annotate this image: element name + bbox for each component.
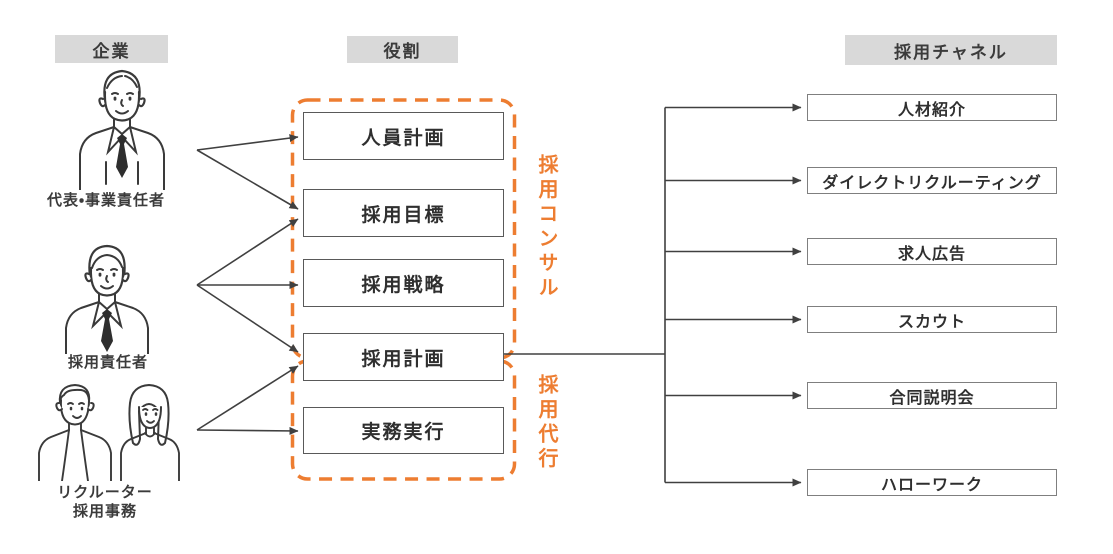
role-box-execution: 実務実行	[303, 407, 504, 454]
representative-label: 代表・事業責任者	[46, 193, 166, 209]
role-box-hiring-strategy: 採用戦略	[303, 259, 504, 307]
channel-box-joint-seminar: 合同説明会	[807, 382, 1057, 409]
rpo-group-label: 採用代行	[535, 374, 557, 472]
role-to-channel-tree	[504, 103, 802, 487]
roles-column-header: 役割	[347, 36, 458, 63]
role-box-hiring-plan: 採用計画	[303, 333, 504, 381]
role-box-personnel-planning: 人員計画	[303, 112, 504, 160]
hiring-manager-label: 採用責任者	[67, 355, 148, 371]
channel-box-staffing-agency: 人材紹介	[807, 94, 1057, 121]
consulting-group-label: 採用コンサル	[535, 154, 557, 301]
role-box-hiring-goal: 採用目標	[303, 189, 504, 237]
recruiter-pair-label-line1: リクルーター	[57, 485, 153, 501]
channel-box-scout: スカウト	[807, 306, 1057, 333]
recruiter-pair-illustration	[38, 384, 180, 481]
channel-box-hello-work: ハローワーク	[807, 469, 1057, 496]
company-column-header: 企業	[55, 35, 168, 63]
hiring-manager-illustration	[65, 244, 149, 354]
channels-column-header: 採用チャネル	[845, 35, 1057, 65]
channel-box-direct-recruiting: ダイレクトリクルーティング	[807, 167, 1057, 194]
recruiter-pair-label-line2: 採用事務	[72, 504, 137, 520]
representative-illustration	[79, 69, 165, 190]
channel-box-job-ads: 求人広告	[807, 238, 1057, 265]
member-to-role-arrows	[196, 134, 299, 435]
